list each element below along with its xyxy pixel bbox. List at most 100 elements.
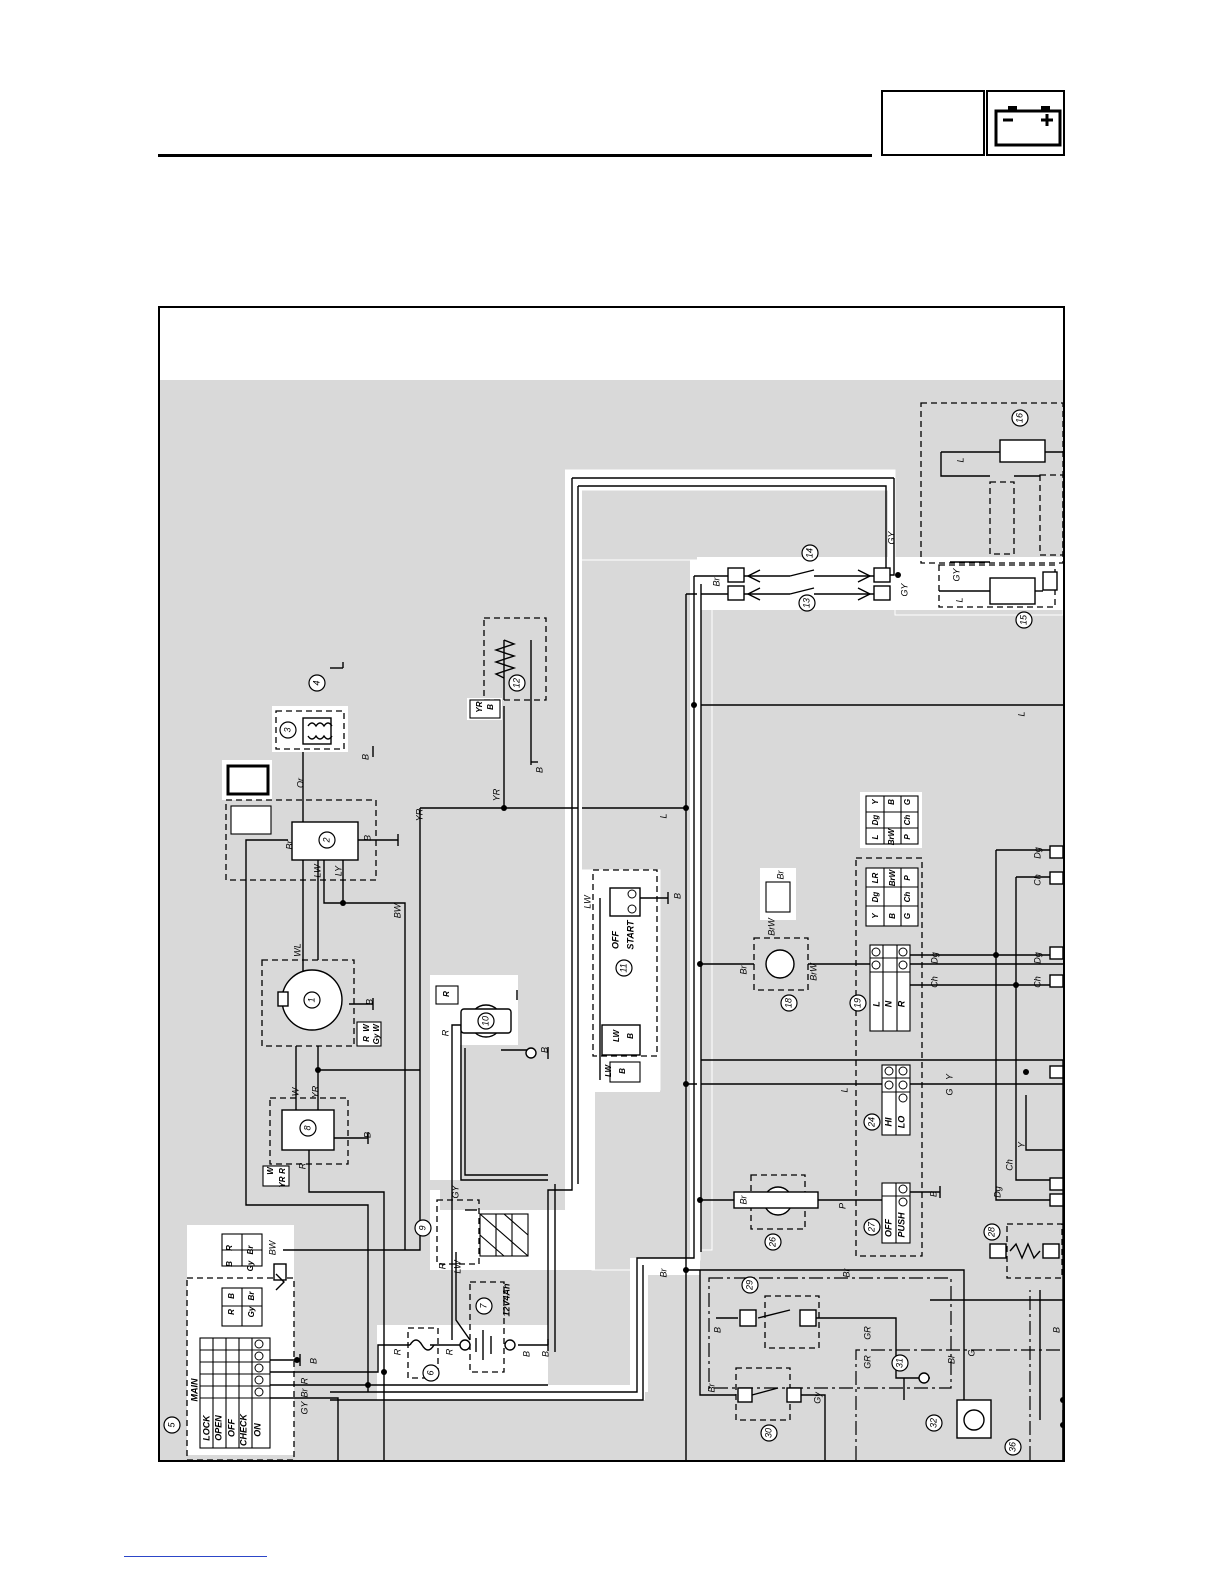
callout-number: 26 (767, 1237, 777, 1248)
wire-color-label: Dg (1032, 952, 1042, 964)
wire-color-label: GY (886, 531, 896, 545)
callout-number: 9 (417, 1225, 427, 1230)
connector-pin-code: B (225, 1261, 234, 1267)
wire-color-label: B (360, 754, 370, 760)
callout-circle (318, 831, 336, 849)
callout-18: 18 (780, 994, 798, 1012)
wires (245, 477, 1064, 1460)
connector-pin-code: Dg (871, 892, 880, 903)
switch-position-label: OPEN (213, 1415, 223, 1441)
callout-number: 14 (804, 548, 814, 558)
callout-circle (849, 994, 867, 1012)
callout-circle (303, 991, 321, 1009)
wire-color-label: G (966, 1349, 976, 1356)
wire-color-label: Dg (992, 1186, 1002, 1198)
chain-boxes (708, 1277, 1063, 1460)
switch-grids (199, 699, 919, 1449)
wire-color-label: Br (775, 869, 785, 879)
callout-29: 29 (741, 1276, 759, 1294)
switch-position-label: LO (896, 1116, 906, 1129)
switch-position-label: OFF (610, 931, 620, 949)
wire-color-label: YR (414, 808, 424, 821)
callout-number: 12 (511, 678, 521, 688)
switch-position-label: ON (252, 1423, 262, 1437)
connector-pin-code: Y (871, 913, 880, 919)
callout-circle (508, 674, 526, 692)
callout-13: 13 (798, 594, 816, 612)
wire-color-label: W (290, 1086, 300, 1096)
wire-color-label: Ch (1004, 1159, 1014, 1171)
connector-pin-code: Dg (871, 815, 880, 826)
wire-color-label: R (392, 1348, 402, 1355)
callout-circle (615, 959, 633, 977)
callout-number: 11 (618, 963, 628, 972)
switch-position-label: 12V4Ah (501, 1283, 511, 1317)
connector-pin-code: Gy (372, 1033, 381, 1044)
wire-color-label: B (928, 1191, 938, 1197)
callout-number: 4 (311, 680, 321, 685)
wire-color-label: BrW (766, 917, 776, 936)
switch-position-label: N (883, 1000, 893, 1007)
connector-pin-code: R (442, 991, 451, 997)
switch-position-label: OFF (883, 1219, 893, 1237)
callout-circle (475, 1297, 493, 1315)
callout-circle (422, 1364, 440, 1382)
wire-color-label: Or (295, 777, 305, 788)
wire-color-label: Gy (812, 1392, 822, 1404)
callout-circle (308, 674, 326, 692)
callout-circle (163, 1416, 181, 1434)
callout-24: 24 (863, 1113, 881, 1131)
footer-link-underline[interactable] (124, 1556, 267, 1557)
section-code-box (881, 90, 985, 156)
callout-number: 6 (425, 1370, 435, 1375)
callout-5: 5 (163, 1416, 181, 1434)
connector-pin-code: Ch (903, 892, 912, 903)
connector-pin-code: Ch (903, 815, 912, 826)
switch-position-label: R (896, 1000, 906, 1007)
callout-9: 9 (414, 1219, 432, 1237)
callout-31: 31 (891, 1354, 909, 1372)
callout-number: 29 (744, 1280, 754, 1291)
switch-position-label: PUSH (896, 1212, 906, 1238)
connector-pin-code: Gy (246, 1260, 255, 1271)
callout-28: 28 (983, 1223, 1001, 1241)
callout-2: 2 (318, 831, 336, 849)
callout-10: 10 (477, 1012, 495, 1030)
callout-27: 27 (863, 1218, 881, 1236)
callout-number: 7 (478, 1303, 488, 1309)
callout-32: 32 (925, 1414, 943, 1432)
wire-color-label: B (521, 1351, 531, 1357)
wire-color-label: L (839, 1087, 849, 1092)
wire-color-label: WL (292, 943, 302, 957)
wire-color-label: Br (738, 1194, 748, 1204)
callout-12: 12 (508, 674, 526, 692)
wire-color-label: GY (951, 568, 961, 582)
callout-3: 3 (279, 721, 297, 739)
connector-pin-code: LR (871, 872, 880, 883)
callout-circle (1004, 1438, 1022, 1456)
wire-color-label: B (672, 893, 682, 899)
connector-pin-code: W (266, 1166, 275, 1175)
wire-color-label: BW (392, 902, 402, 918)
connector-pin-code: R (225, 1245, 234, 1251)
wire-color-label: Bl (946, 1355, 956, 1364)
wire-color-label: G (944, 1088, 954, 1095)
connector-pin-code: B (887, 799, 896, 805)
connector-pin-code: B (626, 1033, 635, 1039)
connector-pin-code: W (362, 1023, 371, 1032)
callout-36: 36 (1004, 1438, 1022, 1456)
connector-pin-code: R (227, 1309, 236, 1315)
callout-number: 27 (866, 1221, 876, 1233)
connector-pin-code: R (362, 1036, 371, 1042)
callout-number: 10 (480, 1016, 490, 1026)
wire-color-label: Br (706, 1382, 716, 1392)
connector-pin-code: W (372, 1023, 381, 1032)
callout-circle (780, 994, 798, 1012)
wire-color-label: P (837, 1203, 847, 1209)
callout-circle (925, 1414, 943, 1432)
switch-position-label: HI (883, 1117, 893, 1126)
wire-color-label: Ch (929, 976, 939, 988)
